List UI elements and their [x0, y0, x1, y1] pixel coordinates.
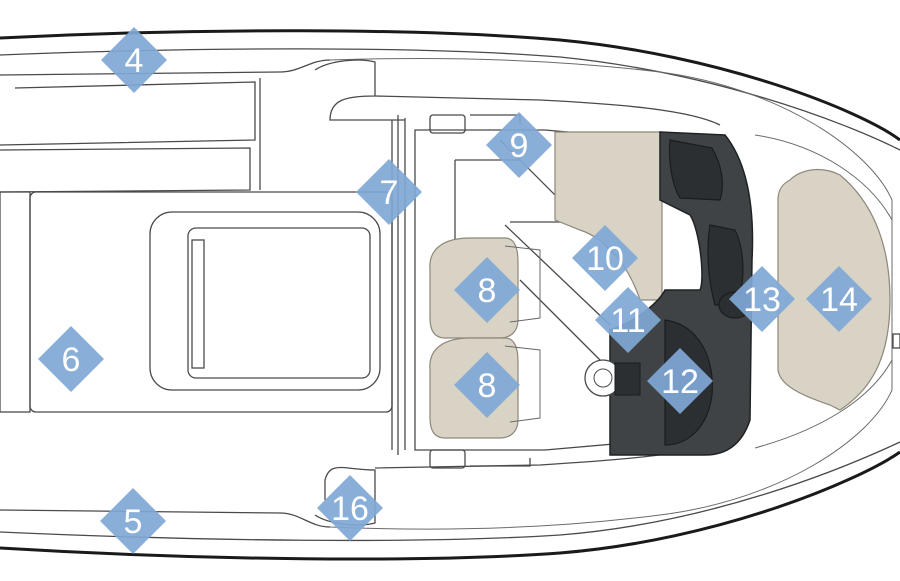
bow-fitting — [892, 333, 900, 349]
marker-label: 5 — [124, 503, 143, 541]
marker-label: 16 — [331, 490, 369, 528]
marker-label: 8 — [478, 367, 497, 405]
marker-diamond — [356, 159, 422, 225]
marker-label: 12 — [661, 363, 699, 401]
callout-markers: 4 5 6 7 8 8 9 10 11 12 13 14 16 — [38, 27, 872, 554]
callout-marker-11: 11 — [595, 287, 661, 353]
bow-rail — [754, 134, 893, 221]
marker-diamond — [100, 488, 166, 554]
callout-marker-10: 10 — [572, 225, 638, 291]
marker-label: 7 — [380, 174, 399, 212]
marker-diamond — [38, 326, 104, 392]
marker-label: 6 — [62, 341, 81, 379]
callout-marker-7: 7 — [356, 159, 422, 225]
callout-marker-5: 5 — [100, 488, 166, 554]
marker-diamond — [317, 475, 383, 541]
marker-diamond — [595, 287, 661, 353]
marker-label: 14 — [820, 281, 858, 319]
callout-marker-8a: 8 — [454, 257, 520, 323]
callout-marker-9: 9 — [486, 112, 552, 178]
hull — [0, 29, 900, 561]
marker-diamond — [101, 27, 167, 93]
steering-wheel-icon — [584, 359, 641, 397]
marker-label: 9 — [510, 127, 529, 165]
marker-diamond — [647, 348, 713, 414]
callout-marker-16: 16 — [317, 475, 383, 541]
marker-diamond — [454, 352, 520, 418]
marker-diamond — [454, 257, 520, 323]
callout-marker-8b: 8 — [454, 352, 520, 418]
callout-marker-14: 14 — [806, 266, 872, 332]
marker-label: 13 — [743, 281, 781, 319]
marker-diamond — [486, 112, 552, 178]
marker-label: 4 — [125, 42, 144, 80]
aft-deck — [0, 59, 406, 528]
callout-marker-13: 13 — [729, 266, 795, 332]
marker-label: 10 — [586, 240, 624, 278]
callout-marker-12: 12 — [647, 348, 713, 414]
marker-label: 8 — [478, 272, 497, 310]
marker-label: 11 — [610, 302, 645, 340]
marker-diamond — [729, 266, 795, 332]
callout-marker-4: 4 — [101, 27, 167, 93]
callout-marker-6: 6 — [38, 326, 104, 392]
marker-diamond — [572, 225, 638, 291]
marker-diamond — [806, 266, 872, 332]
